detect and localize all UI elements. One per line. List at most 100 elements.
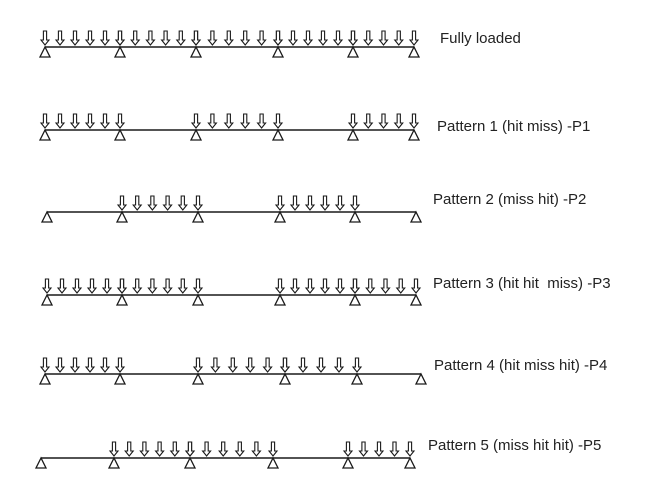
load-arrow: [393, 30, 404, 46]
load-arrow: [378, 113, 389, 129]
load-arrow: [54, 113, 66, 129]
load-arrow: [132, 195, 143, 211]
load-arrow: [319, 195, 331, 211]
load-arrow: [404, 441, 416, 457]
load-arrow: [317, 30, 329, 46]
load-arrow: [408, 30, 420, 46]
pattern-row: Pattern 2 (miss hit) -P2: [40, 191, 586, 223]
load-arrow: [274, 195, 286, 211]
load-arrow: [332, 30, 344, 46]
pattern-row: Pattern 1 (hit miss) -P1: [38, 113, 590, 141]
support-triangle: [266, 456, 280, 469]
load-arrow: [39, 113, 51, 129]
load-arrow: [114, 30, 126, 46]
support-triangle: [273, 210, 287, 223]
support-triangle: [191, 372, 205, 385]
pattern-row: Fully loaded: [38, 30, 521, 58]
load-arrow: [378, 30, 389, 46]
load-arrow: [177, 195, 188, 211]
support-triangle: [189, 128, 203, 141]
load-arrow: [56, 278, 68, 294]
load-arrow: [84, 30, 96, 46]
load-arrow: [207, 30, 218, 46]
support-triangle: [189, 45, 203, 58]
support-triangle: [34, 456, 48, 469]
load-arrow: [245, 357, 256, 373]
load-arrow: [334, 278, 346, 294]
support-triangle: [113, 128, 127, 141]
support-triangle: [341, 456, 355, 469]
load-arrow: [190, 30, 202, 46]
pattern-label: Pattern 5 (miss hit hit) -P5: [428, 437, 601, 454]
support-triangle: [38, 372, 52, 385]
load-arrow: [69, 30, 81, 46]
load-arrow: [272, 113, 284, 129]
load-arrow: [130, 30, 141, 46]
load-arrow: [342, 441, 354, 457]
load-arrow: [287, 30, 299, 46]
load-arrow: [358, 441, 369, 457]
load-arrow: [192, 278, 204, 294]
load-arrow: [175, 30, 186, 46]
support-triangle: [346, 128, 360, 141]
load-arrow: [393, 113, 404, 129]
pattern-row: Pattern 5 (miss hit hit) -P5: [34, 437, 601, 469]
support-triangle: [346, 45, 360, 58]
load-arrow: [256, 30, 267, 46]
load-arrow: [347, 30, 359, 46]
support-triangle: [115, 210, 129, 223]
load-arrow: [99, 357, 111, 373]
load-arrow: [84, 113, 96, 129]
load-arrow: [71, 278, 83, 294]
support-triangle: [348, 210, 362, 223]
load-arrow: [289, 195, 301, 211]
load-arrow: [99, 30, 111, 46]
support-triangle: [348, 293, 362, 306]
load-arrow: [154, 441, 165, 457]
support-triangle: [403, 456, 417, 469]
support-triangle: [271, 128, 285, 141]
load-arrow: [380, 278, 391, 294]
support-triangle: [407, 45, 421, 58]
load-arrow: [272, 30, 284, 46]
pattern-row: Pattern 3 (hit hit miss) -P3: [40, 275, 611, 306]
support-triangle: [409, 293, 423, 306]
load-arrow: [267, 441, 279, 457]
load-arrow: [124, 441, 135, 457]
support-triangle: [38, 45, 52, 58]
load-arrow: [363, 30, 374, 46]
load-arrow: [223, 30, 234, 46]
load-arrow: [240, 113, 251, 129]
load-arrow: [349, 195, 361, 211]
load-arrow: [218, 441, 229, 457]
load-arrow: [177, 278, 188, 294]
load-arrow: [304, 195, 316, 211]
support-triangle: [191, 210, 205, 223]
load-arrow: [114, 113, 126, 129]
load-arrow: [39, 30, 51, 46]
support-triangle: [107, 456, 121, 469]
load-arrow: [69, 357, 81, 373]
support-triangle: [414, 372, 428, 385]
load-arrow: [162, 278, 173, 294]
support-triangle: [271, 45, 285, 58]
load-arrow: [39, 357, 51, 373]
load-arrow: [132, 278, 143, 294]
support-triangle: [40, 210, 54, 223]
support-triangle: [183, 456, 197, 469]
pattern-row: Pattern 4 (hit miss hit) -P4: [38, 357, 607, 385]
support-triangle: [350, 372, 364, 385]
load-arrow: [410, 278, 422, 294]
load-arrow: [389, 441, 400, 457]
support-triangle: [278, 372, 292, 385]
load-arrow: [145, 30, 156, 46]
load-arrow: [139, 441, 150, 457]
load-arrow: [223, 113, 234, 129]
support-triangle: [38, 128, 52, 141]
load-arrow: [116, 278, 128, 294]
support-triangle: [407, 128, 421, 141]
support-triangle: [113, 45, 127, 58]
load-arrow: [54, 30, 66, 46]
